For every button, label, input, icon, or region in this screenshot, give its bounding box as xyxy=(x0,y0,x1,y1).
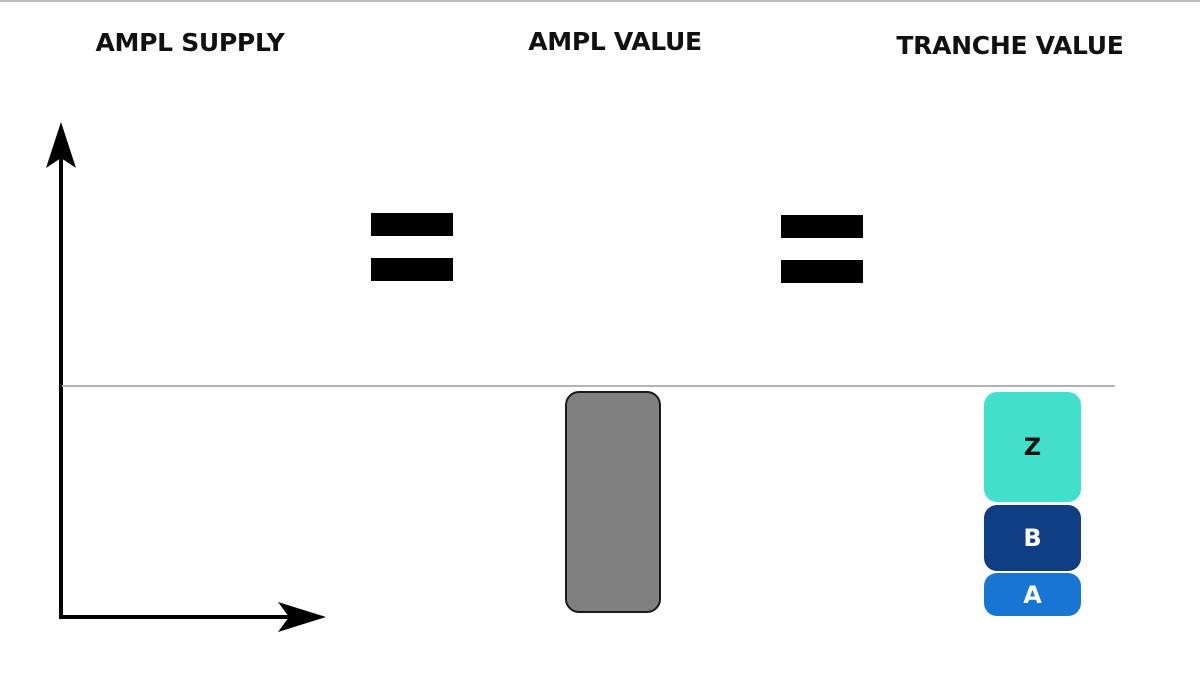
heading-ampl-value: AMPL VALUE xyxy=(528,27,702,56)
equals-bar-bottom xyxy=(371,258,453,281)
baseline-divider xyxy=(62,385,1115,387)
axis-arrow-icon xyxy=(278,602,326,632)
axis-arrow-icon xyxy=(46,122,76,168)
equals-bar-top xyxy=(371,213,453,236)
tranche-z-block: Z xyxy=(984,392,1081,502)
y-axis xyxy=(46,122,76,617)
tranche-z-label: Z xyxy=(1023,433,1042,461)
heading-ampl-supply: AMPL SUPPLY xyxy=(95,28,285,57)
equals-bar-top xyxy=(781,215,863,238)
equals-sign-icon xyxy=(781,215,863,283)
top-border xyxy=(0,0,1200,2)
tranche-b-label: B xyxy=(1023,524,1042,552)
tranche-a-label: A xyxy=(1023,580,1042,609)
equals-bar-bottom xyxy=(781,260,863,283)
ampl-value-bar xyxy=(565,391,661,613)
tranche-a-block: A xyxy=(984,573,1081,616)
x-axis xyxy=(59,602,326,632)
heading-tranche-value: TRANCHE VALUE xyxy=(896,31,1124,60)
tranche-b-block: B xyxy=(984,505,1081,571)
equals-sign-icon xyxy=(371,213,453,281)
